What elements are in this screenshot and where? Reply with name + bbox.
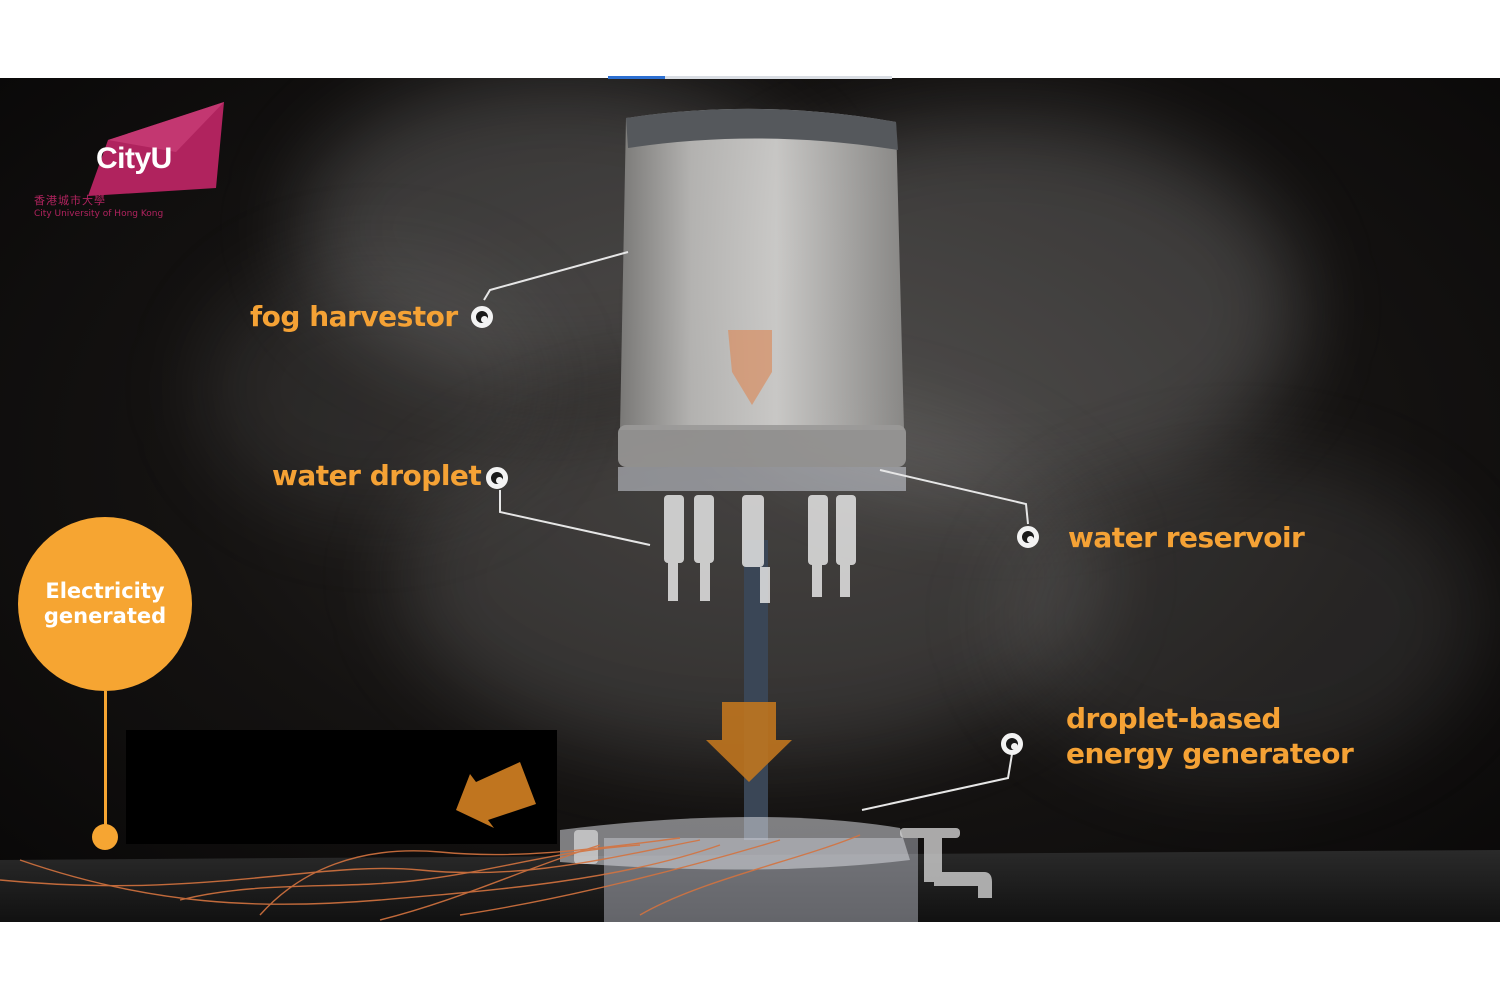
label-water-droplet: water droplet	[272, 459, 482, 492]
label-generator-line1: droplet-based	[1066, 702, 1281, 735]
cityu-logo	[88, 102, 224, 196]
mesh-arrow-mark	[728, 330, 772, 405]
video-progress-fill	[608, 76, 665, 79]
hotspot-dot-icon[interactable]	[1017, 526, 1039, 548]
badge-connector-node	[92, 824, 118, 850]
electricity-generated-text: Electricity generated	[43, 579, 167, 628]
mesh-top-band	[626, 108, 898, 150]
logo-emblem-highlight	[108, 102, 224, 152]
logo-chinese-name: 香港城市大學	[34, 194, 106, 207]
dripper-nozzles	[664, 495, 856, 603]
electricity-generated-badge: Electricity generated	[18, 517, 192, 691]
hotspot-dot-icon[interactable]	[486, 467, 508, 489]
reservoir-ring	[618, 425, 906, 467]
video-progress-bar[interactable]	[608, 76, 892, 79]
generator-plate	[560, 816, 910, 870]
hotspot-dot-icon[interactable]	[471, 306, 493, 328]
left-arrow-icon	[456, 762, 536, 828]
fog-harvester-mesh	[620, 108, 904, 430]
electrode-wires	[0, 834, 861, 921]
label-leader-lines	[483, 251, 1029, 811]
logo-brand-text: CityU	[96, 142, 172, 175]
label-generator-line2: energy generateor	[1066, 737, 1354, 770]
reservoir-base	[618, 467, 906, 491]
logo-english-name: City University of Hong Kong	[34, 209, 164, 219]
smoke-cloud	[1000, 458, 1480, 778]
hotspot-dot-icon[interactable]	[1001, 733, 1023, 755]
water-taps	[574, 828, 992, 898]
badge-connector-line	[104, 691, 107, 833]
down-arrow-icon	[706, 702, 792, 782]
label-water-reservoir: water reservoir	[1068, 521, 1305, 554]
label-fog-harvestor: fog harvestor	[250, 300, 458, 333]
